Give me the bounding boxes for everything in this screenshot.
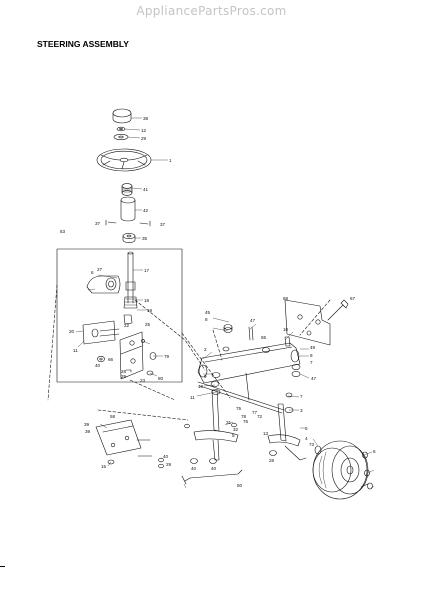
callout-3: 3 [300, 408, 303, 413]
bearing-block-27 [86, 275, 121, 294]
callout-8-right: 8 [310, 353, 313, 358]
callout-29-lower: 29 [166, 462, 172, 467]
callout-8-upper: 8 [205, 317, 208, 322]
callout-18: 18 [144, 298, 150, 303]
spindle-right [267, 403, 307, 461]
wheel-hardware [314, 445, 373, 490]
callout-76: 76 [243, 419, 249, 424]
clip-19 [123, 314, 133, 325]
callout-1: 1 [169, 158, 172, 163]
sector-bracket-20 [82, 320, 120, 345]
watermark: AppliancePartsPros.com [136, 4, 287, 18]
drag-link [181, 469, 243, 485]
callout-40-inset: 40 [95, 363, 101, 368]
callout-78: 78 [241, 414, 247, 419]
callout-79: 79 [164, 354, 170, 359]
callout-5-left: 5 [232, 433, 235, 438]
callout-25: 25 [145, 322, 151, 327]
callout-37-right: 37 [160, 222, 166, 227]
steering-shaft [125, 251, 136, 304]
spindle-left [193, 389, 239, 461]
callout-66: 66 [108, 357, 114, 362]
callout-63: 63 [60, 229, 66, 234]
callout-32: 32 [233, 427, 239, 432]
callout-42: 42 [143, 208, 149, 213]
callout-27: 27 [97, 267, 103, 272]
pinion-gear-18 [123, 296, 138, 309]
callout-46: 46 [198, 384, 204, 389]
callout-4: 4 [305, 436, 308, 441]
callout-40-b: 40 [163, 454, 169, 459]
callout-73: 73 [309, 442, 315, 447]
boot-42 [120, 196, 136, 222]
callout-31: 31 [226, 420, 232, 425]
callout-9: 9 [204, 374, 207, 379]
callout-40-c: 40 [191, 466, 197, 471]
callout-50: 50 [237, 483, 243, 488]
callout-20: 20 [69, 329, 75, 334]
callout-65: 65 [261, 335, 267, 340]
callout-49: 49 [310, 345, 316, 350]
callout-41: 41 [143, 187, 149, 192]
callout-72: 72 [257, 414, 263, 419]
callout-15: 15 [101, 464, 107, 469]
page-title: STEERING ASSEMBLY [37, 39, 129, 49]
callout-17: 17 [144, 268, 150, 273]
callout-40-d: 40 [211, 466, 217, 471]
callout-22: 22 [124, 323, 130, 328]
nut-29 [113, 134, 129, 141]
callout-67: 67 [350, 296, 356, 301]
adapter-gear-41 [121, 183, 133, 196]
callout-7-lower: 7 [300, 394, 303, 399]
steering-cap [112, 108, 132, 124]
callout-6: 6 [91, 270, 94, 275]
washer-12 [116, 126, 126, 132]
inset-box [56, 248, 183, 383]
callout-37-left: 37 [95, 221, 101, 226]
callout-7-right: 7 [310, 360, 313, 365]
bolts-37 [105, 219, 151, 227]
axle-support-bracket [284, 299, 331, 346]
edge-mark [0, 566, 5, 567]
callout-2: 2 [204, 347, 207, 352]
callout-45: 45 [205, 310, 211, 315]
callout-58: 58 [110, 414, 116, 419]
lower-washers [158, 422, 277, 469]
callout-19: 19 [147, 308, 153, 313]
callout-28: 28 [121, 369, 127, 374]
callout-13: 13 [263, 431, 269, 436]
pivot-bracket-58 [95, 419, 153, 465]
callout-68: 68 [283, 296, 289, 301]
callout-11-axle: 11 [190, 395, 195, 400]
callout-38: 38 [143, 116, 149, 121]
callout-11-inset: 11 [73, 348, 78, 353]
callout-5-right: 5 [305, 426, 308, 431]
callout-12: 12 [141, 128, 147, 133]
callout-10: 10 [283, 327, 289, 332]
callout-28-lower: 28 [269, 458, 275, 463]
axle-main [197, 342, 301, 384]
callout-23: 23 [140, 378, 146, 383]
callout-39-b: 39 [85, 429, 91, 434]
callout-6-wheel: 6 [373, 449, 376, 454]
callout-47-upper: 47 [250, 318, 256, 323]
callout-47-right: 47 [311, 376, 317, 381]
callout-39-a: 39 [84, 422, 90, 427]
bracket-25 [119, 331, 144, 380]
steering-wheel [96, 148, 152, 172]
bushing-35 [122, 233, 136, 243]
callout-29-inset: 29 [121, 374, 127, 379]
callout-35: 35 [142, 236, 148, 241]
tie-rod [197, 381, 285, 414]
callout-75: 75 [236, 406, 242, 411]
callout-29: 29 [141, 136, 147, 141]
washer-40-inset [97, 355, 105, 363]
callout-77: 77 [252, 410, 258, 415]
axle-hardware [210, 324, 301, 413]
callout-80: 80 [158, 376, 164, 381]
bolt-67 [327, 299, 349, 321]
